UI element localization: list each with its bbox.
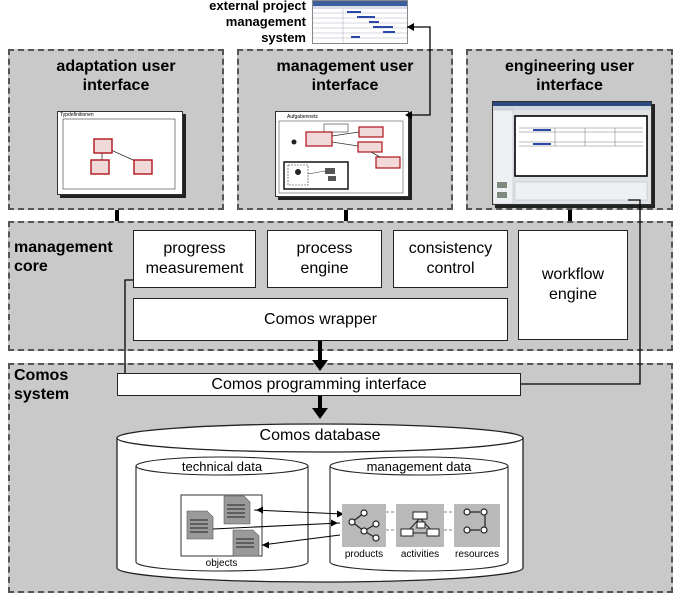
task-net-thumbnail-icon — [278, 120, 404, 194]
management-user-interface: management user interface Aufgabennetz — [237, 49, 453, 210]
database-top-ellipse — [116, 423, 524, 453]
external-system-screenshot — [312, 0, 408, 44]
product-tree-icon — [348, 509, 380, 542]
management-window-caption: Aufgabennetz — [287, 114, 318, 120]
adaptation-ui-title: adaptation user interface — [56, 58, 176, 94]
products-label: products — [344, 549, 384, 560]
management-data-label: management data — [366, 459, 472, 474]
arrowhead-left-icon — [407, 23, 414, 31]
objects-label: objects — [205, 558, 238, 569]
engineering-user-interface: engineering user interface — [466, 49, 673, 210]
engineering-ui-screenshot — [492, 101, 652, 205]
document-icon — [232, 529, 260, 557]
management-ui-title: management user interface — [276, 58, 414, 94]
adaptation-user-interface: adaptation user interface Typdefinitione… — [8, 49, 224, 210]
comos-programming-interface: Comos programming interface — [117, 373, 521, 396]
engineering-tool-thumbnail-icon — [492, 102, 651, 205]
arrow-down-icon — [312, 408, 328, 419]
external-system-link-line — [407, 26, 431, 116]
arrowhead-left-icon — [405, 111, 412, 119]
resources-label: resources — [455, 549, 499, 560]
resource-icon — [463, 508, 488, 534]
consistency-control-component: consistency control — [393, 230, 508, 288]
engineering-interface-link — [521, 199, 641, 385]
type-graph-thumbnail-icon — [62, 118, 176, 190]
arrowhead-right-icon — [331, 519, 338, 527]
gantt-thumbnail-icon — [313, 1, 407, 43]
external-system-label: external project management system — [150, 0, 306, 46]
resources-box — [454, 504, 500, 547]
technical-data-label: technical data — [181, 459, 263, 474]
management-core-label: management core — [14, 239, 113, 275]
activities-label: activities — [400, 549, 440, 560]
external-system-label-line3: system — [261, 30, 306, 45]
document-icon — [186, 510, 214, 540]
process-engine-component: process engine — [267, 230, 382, 288]
progress-interface-link — [124, 279, 133, 373]
adaptation-ui-screenshot: Typdefinitionen — [57, 111, 183, 195]
workflow-engine-component: workflow engine — [518, 230, 628, 340]
engineering-ui-title: engineering user interface — [505, 58, 634, 94]
arrowhead-left-icon — [262, 541, 269, 549]
arrowhead-left-icon — [256, 506, 263, 514]
comos-database-label: Comos database — [259, 427, 381, 444]
document-icon — [223, 495, 251, 525]
external-system-label-line1: external project — [209, 0, 306, 13]
adaptation-window-caption: Typdefinitionen — [60, 112, 94, 118]
activity-net-icon — [400, 511, 440, 537]
external-system-label-line2: management — [225, 14, 306, 29]
arrow-down-icon — [312, 360, 328, 371]
management-ui-screenshot: Aufgabennetz — [275, 111, 409, 197]
arrowhead-right-icon — [337, 510, 344, 518]
progress-measurement-component: progress measurement — [133, 230, 256, 288]
comos-system-label: Comos system — [14, 367, 70, 403]
comos-wrapper-component: Comos wrapper — [133, 298, 508, 341]
